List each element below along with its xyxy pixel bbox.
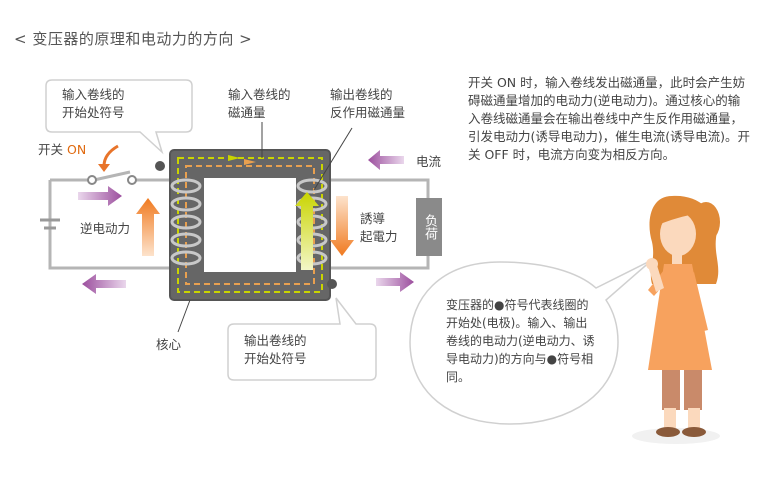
reverse-flux-label: 输出卷线的 反作用磁通量 (330, 87, 406, 120)
reverse-flux-arrow (295, 192, 319, 270)
reverse-flux-leader (313, 127, 353, 191)
core-leader (177, 299, 191, 333)
output-start-dot (327, 279, 337, 289)
core-label: 核心 (156, 337, 182, 352)
load-label: 负荷 (422, 214, 437, 240)
induced-emf-label: 誘導 起電力 (360, 211, 398, 244)
output-current-out-arrow (376, 272, 414, 292)
switch-icon (87, 170, 137, 185)
page-title: < 变压器的原理和电动力的方向 > (14, 30, 253, 48)
output-start-label: 输出卷线的 开始处符号 (244, 333, 307, 366)
output-flux-path (185, 165, 315, 285)
input-start-label: 输入卷线的 开始处符号 (62, 87, 125, 120)
woman-illustration (632, 195, 720, 444)
input-flux-label: 输入卷线的 磁通量 (228, 87, 291, 120)
bubble-text: 变压器的●符号代表线圈的开始处(电极)。输入、输出卷线的电动力(逆电动力、诱导电… (446, 298, 595, 384)
back-emf-arrow (136, 198, 160, 256)
explanation-text: 开关 ON 时，输入卷线发出磁通量，此时会产生妨碍磁通量增加的电动力(逆电动力)… (468, 75, 751, 162)
input-start-callout (45, 79, 193, 155)
return-current-arrow (82, 274, 126, 294)
output-start-callout (227, 297, 377, 381)
load-resistor (416, 198, 442, 256)
back-emf-label: 逆电动力 (80, 221, 131, 236)
output-circuit (320, 178, 430, 270)
switch-label: 开关 ON (38, 142, 87, 157)
switch-on-label: ON (67, 142, 87, 157)
input-coil (170, 178, 202, 266)
output-current-in-arrow (368, 150, 404, 170)
battery-icon (40, 218, 60, 230)
input-current-arrow (78, 186, 122, 206)
switch-on-arrow (102, 144, 119, 167)
induced-emf-arrow (330, 196, 354, 256)
input-start-dot (155, 161, 165, 171)
current-label: 电流 (416, 154, 442, 169)
speech-bubble (409, 259, 653, 425)
